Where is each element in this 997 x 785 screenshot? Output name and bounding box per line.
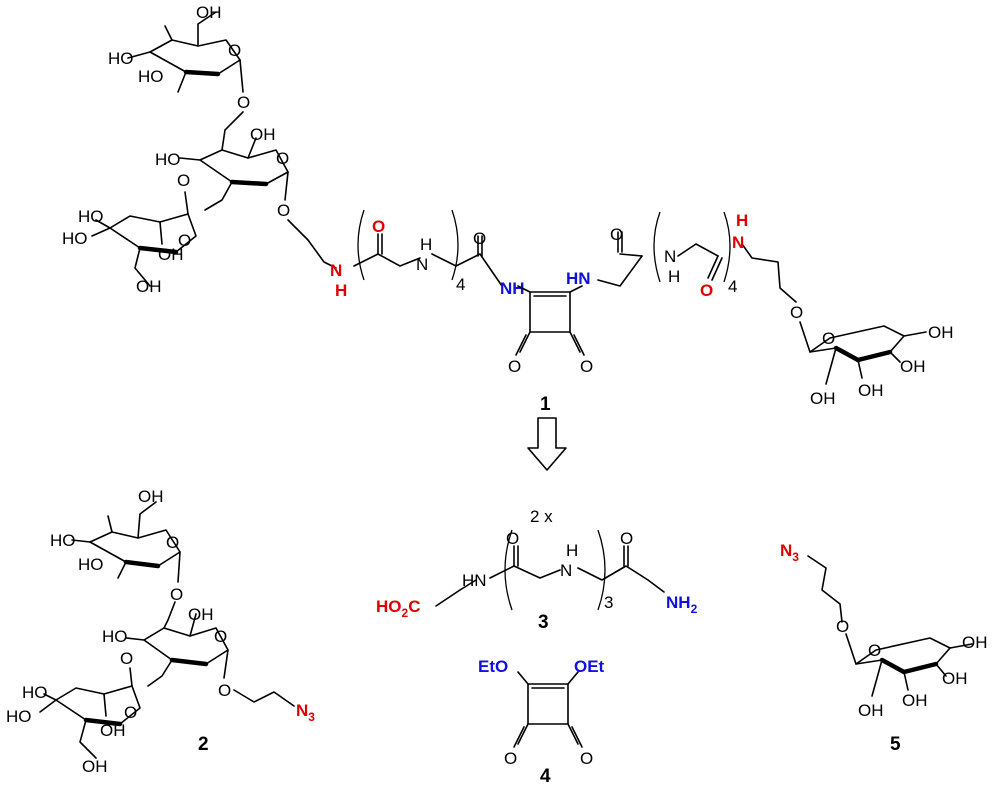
azide-label: N3 — [296, 701, 315, 724]
compound-2-azide-linker — [233, 689, 295, 707]
oh-label: OH — [810, 389, 836, 408]
ho-label: HO — [155, 150, 181, 169]
amide-nitrogen-label: N — [732, 233, 744, 252]
ring-oxygen-label: O — [124, 703, 137, 722]
ho-label: HO — [78, 207, 104, 226]
carbonyl-oxygen-label: O — [580, 749, 593, 768]
amide-hydrogen-label: H — [668, 267, 680, 286]
compound-4 — [513, 671, 583, 748]
oh-label: OH — [138, 487, 164, 506]
compound-2-mannose-bottom — [39, 667, 141, 759]
oh-label: OH — [928, 323, 954, 342]
oh-label: OH — [942, 669, 968, 688]
carboxylic-acid-label: HO2C — [376, 597, 420, 620]
compound-number-label: 4 — [540, 766, 551, 785]
compound-2-mannose-top — [71, 501, 181, 583]
ho-label: HO — [50, 531, 76, 550]
oh-label: OH — [962, 633, 988, 652]
oh-label: OH — [902, 691, 928, 710]
ring-oxygen-label: O — [868, 641, 881, 660]
amide-nitrogen-label: N — [560, 561, 572, 580]
ho-label: HO — [62, 229, 88, 248]
carbonyl-oxygen-label: O — [508, 357, 521, 376]
compound-1-mannose-core — [179, 111, 289, 211]
compound-2-mannose-core — [125, 601, 229, 687]
amide-hydrogen-label: H — [420, 235, 432, 254]
ethoxy-label: EtO — [478, 657, 508, 676]
compound-1-mannose-top — [127, 11, 244, 93]
amide-hydrogen-label: H — [736, 211, 748, 230]
compound-1-squaramide — [515, 285, 585, 356]
ring-oxygen-label: O — [214, 627, 227, 646]
oh-label: OH — [900, 357, 926, 376]
oh-label: OH — [188, 605, 214, 624]
azide-label: N3 — [780, 541, 799, 564]
oh-label: OH — [82, 757, 108, 776]
carbonyl-oxygen-label: O — [610, 225, 623, 244]
compound-5 — [807, 555, 973, 697]
oh-label: OH — [858, 701, 884, 720]
glycosidic-oxygen-label: O — [177, 171, 190, 190]
glycosidic-oxygen-label: O — [237, 93, 250, 112]
amide-nitrogen-label: N — [330, 261, 342, 280]
compound-1-left-linker — [287, 209, 503, 287]
compound-number-label: 2 — [198, 734, 209, 755]
carbonyl-oxygen-label: O — [580, 357, 593, 376]
amine-label: NH2 — [666, 593, 698, 616]
glycosidic-oxygen-label: O — [120, 649, 133, 668]
ho-label: HO — [78, 555, 104, 574]
multiplier-label: 2 x — [530, 507, 553, 526]
squaramide-nh-label: NH — [500, 279, 525, 298]
carbonyl-oxygen-label: O — [504, 749, 517, 768]
compound-1-mannose-right — [799, 321, 927, 385]
repeat-count-label: 4 — [456, 275, 465, 294]
amide-nitrogen-label: N — [664, 247, 676, 266]
glycosidic-oxygen-label: O — [170, 585, 183, 604]
retrosynthesis-arrow-icon — [527, 417, 567, 471]
carbonyl-oxygen-label: O — [620, 529, 633, 548]
repeat-count-label: 4 — [728, 277, 737, 296]
amide-hydrogen-label: H — [335, 281, 347, 300]
oh-label: OH — [858, 381, 884, 400]
carbonyl-oxygen-label: O — [700, 281, 713, 300]
ring-oxygen-label: O — [166, 533, 179, 552]
compound-3 — [435, 529, 665, 611]
oh-label: OH — [196, 3, 222, 22]
compound-1-mannose-bottom — [91, 191, 197, 287]
oh-label: OH — [250, 125, 276, 144]
oh-label: OH — [100, 721, 126, 740]
anomeric-oxygen-label: O — [218, 681, 231, 700]
amide-hydrogen-label: H — [566, 541, 578, 560]
ho-label: HO — [22, 683, 48, 702]
ring-oxygen-label: O — [228, 41, 241, 60]
ring-oxygen-label: O — [178, 231, 191, 250]
glycosidic-oxygen-label: O — [790, 303, 803, 322]
anomeric-oxygen-label: O — [277, 201, 290, 220]
oh-label: OH — [136, 277, 162, 296]
ho-label: HO — [6, 707, 32, 726]
ho-label: HO — [108, 49, 134, 68]
compound-number-label: 3 — [538, 612, 549, 633]
ho-label: HO — [138, 67, 164, 86]
repeat-count-label: 3 — [604, 593, 613, 612]
ring-oxygen-label: O — [822, 329, 835, 348]
compound-1-right-linker — [597, 211, 797, 303]
oh-label: OH — [158, 245, 184, 264]
carbonyl-oxygen-label: O — [372, 217, 385, 236]
ethoxy-label: OEt — [574, 657, 605, 676]
carbonyl-oxygen-label: O — [506, 529, 519, 548]
carbonyl-oxygen-label: O — [473, 229, 486, 248]
ring-oxygen-label: O — [276, 149, 289, 168]
compound-number-label: 1 — [540, 394, 551, 415]
compound-number-label: 5 — [890, 734, 901, 755]
glycosidic-oxygen-label: O — [836, 617, 849, 636]
ho-label: HO — [102, 627, 128, 646]
squaramide-hn-label: HN — [566, 269, 591, 288]
amide-nh-label: HN — [462, 571, 487, 590]
amide-nitrogen-label: N — [416, 255, 428, 274]
